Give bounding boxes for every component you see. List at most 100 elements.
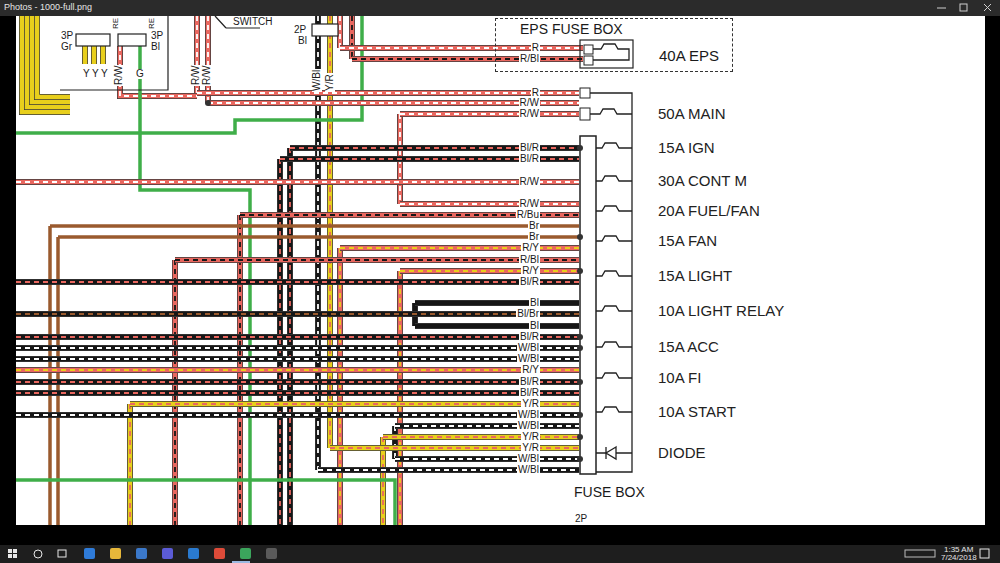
wire: [16, 16, 362, 133]
wire-core: [130, 402, 579, 407]
wire-core: [58, 235, 579, 239]
wire-stripe: [383, 436, 579, 438]
fuse-symbol: [596, 143, 632, 148]
wire-stripe: [197, 92, 579, 94]
fuse-label: 15A ACC: [658, 339, 719, 354]
wire-stripe: [399, 271, 401, 525]
wire-outline: [130, 401, 579, 407]
app-icon: [214, 548, 225, 559]
notify-icon: [980, 549, 989, 558]
window-text: Photos - 1000-full.png: [4, 3, 92, 12]
app-icon: [188, 548, 199, 559]
wire-code: Gr: [60, 42, 73, 52]
wire-code: W/Bl: [312, 69, 322, 92]
wire-code: Bl/R: [519, 154, 540, 164]
fuse-label: 15A IGN: [658, 140, 715, 155]
wire-core: [16, 346, 579, 351]
wire: [383, 437, 579, 438]
wire: [130, 404, 131, 525]
wire: [16, 282, 579, 283]
wire-code: W/Bl: [517, 465, 540, 475]
fuse-symbol: [596, 306, 632, 311]
app-icon: [84, 548, 95, 559]
wiring: [16, 16, 583, 525]
fuse-symbols: [579, 84, 635, 476]
junction-dot: [577, 234, 583, 240]
start-logo: [13, 549, 17, 553]
wire-core: [16, 180, 579, 185]
window-text: 7/24/2018: [941, 554, 977, 562]
fuse-label: 15A LIGHT: [658, 268, 732, 283]
wire-code: W/Bl: [517, 454, 540, 464]
wire: [395, 426, 579, 427]
wire-stripe: [340, 247, 579, 249]
wire-code: R/W: [191, 65, 201, 86]
junction-dot: [577, 345, 583, 351]
taskbar: [0, 545, 1000, 563]
coupler: [312, 24, 338, 36]
wire: [16, 415, 579, 416]
wire-outline: [395, 423, 579, 429]
wire-stripe: [395, 458, 579, 460]
wire-code: Br: [528, 221, 540, 231]
wire-stripe: [16, 336, 579, 338]
wire-code: Y: [91, 69, 100, 79]
wire: [340, 48, 583, 49]
wire: [58, 237, 579, 238]
wire-outline: [37, 16, 70, 97]
fuse-symbol: [596, 271, 632, 276]
wire-stripe: [400, 203, 579, 205]
wire-core: [92, 46, 97, 64]
wire-core: [395, 424, 579, 429]
wire: [103, 46, 104, 64]
wire-core: [197, 91, 579, 96]
wire-code: RE: [148, 17, 156, 30]
wire-outline: [383, 434, 579, 440]
wire-core: [16, 335, 579, 340]
fuse-symbol: [596, 373, 632, 378]
wire: [32, 16, 70, 102]
wire-stripe: [16, 414, 579, 416]
wire: [37, 16, 70, 97]
wire: [352, 16, 353, 59]
wire-core: [340, 46, 583, 51]
wire-stripe: [330, 447, 579, 449]
fuse-label: 20A FUEL/FAN: [658, 203, 760, 218]
wire-code: W/Bl: [517, 421, 540, 431]
wire-core: [16, 16, 362, 133]
terminal: [584, 45, 593, 54]
wire-core: [128, 404, 133, 525]
wire: [400, 204, 579, 205]
fuse-symbol: [596, 236, 632, 241]
wire: [415, 326, 579, 327]
wire-code: W/Bl: [517, 354, 540, 364]
window-buttons: [937, 4, 991, 11]
junction-dot: [577, 456, 583, 462]
wire-outline: [16, 412, 579, 418]
junction-dot: [577, 334, 583, 340]
wire-code: W/Bl: [517, 410, 540, 420]
restore-icon: [960, 4, 967, 11]
start-logo: [13, 554, 17, 558]
junction-dot: [577, 434, 583, 440]
fuse-symbol: [596, 342, 632, 347]
wire-code: R/Y: [521, 243, 540, 253]
wire-code: 2P: [574, 514, 588, 524]
wire: [140, 46, 250, 525]
wire-code: Y: [100, 69, 109, 79]
wire-outline: [32, 16, 70, 102]
wire: [16, 393, 579, 394]
wire-core: [398, 271, 403, 525]
wire-code: SWITCH: [232, 17, 273, 27]
wire-code: R/Bl: [519, 255, 540, 265]
wire-outline: [16, 379, 579, 385]
wire-outline: [400, 201, 579, 207]
wire: [16, 337, 579, 338]
wire-outline: [16, 334, 579, 340]
wire-stripe: [16, 281, 579, 283]
fuse-label: 50A MAIN: [658, 106, 726, 121]
fuse-holder: [580, 40, 633, 68]
window-text: 1:35 AM: [944, 546, 973, 554]
wire-outline: [16, 345, 579, 351]
wire-code: R/W: [114, 65, 124, 86]
